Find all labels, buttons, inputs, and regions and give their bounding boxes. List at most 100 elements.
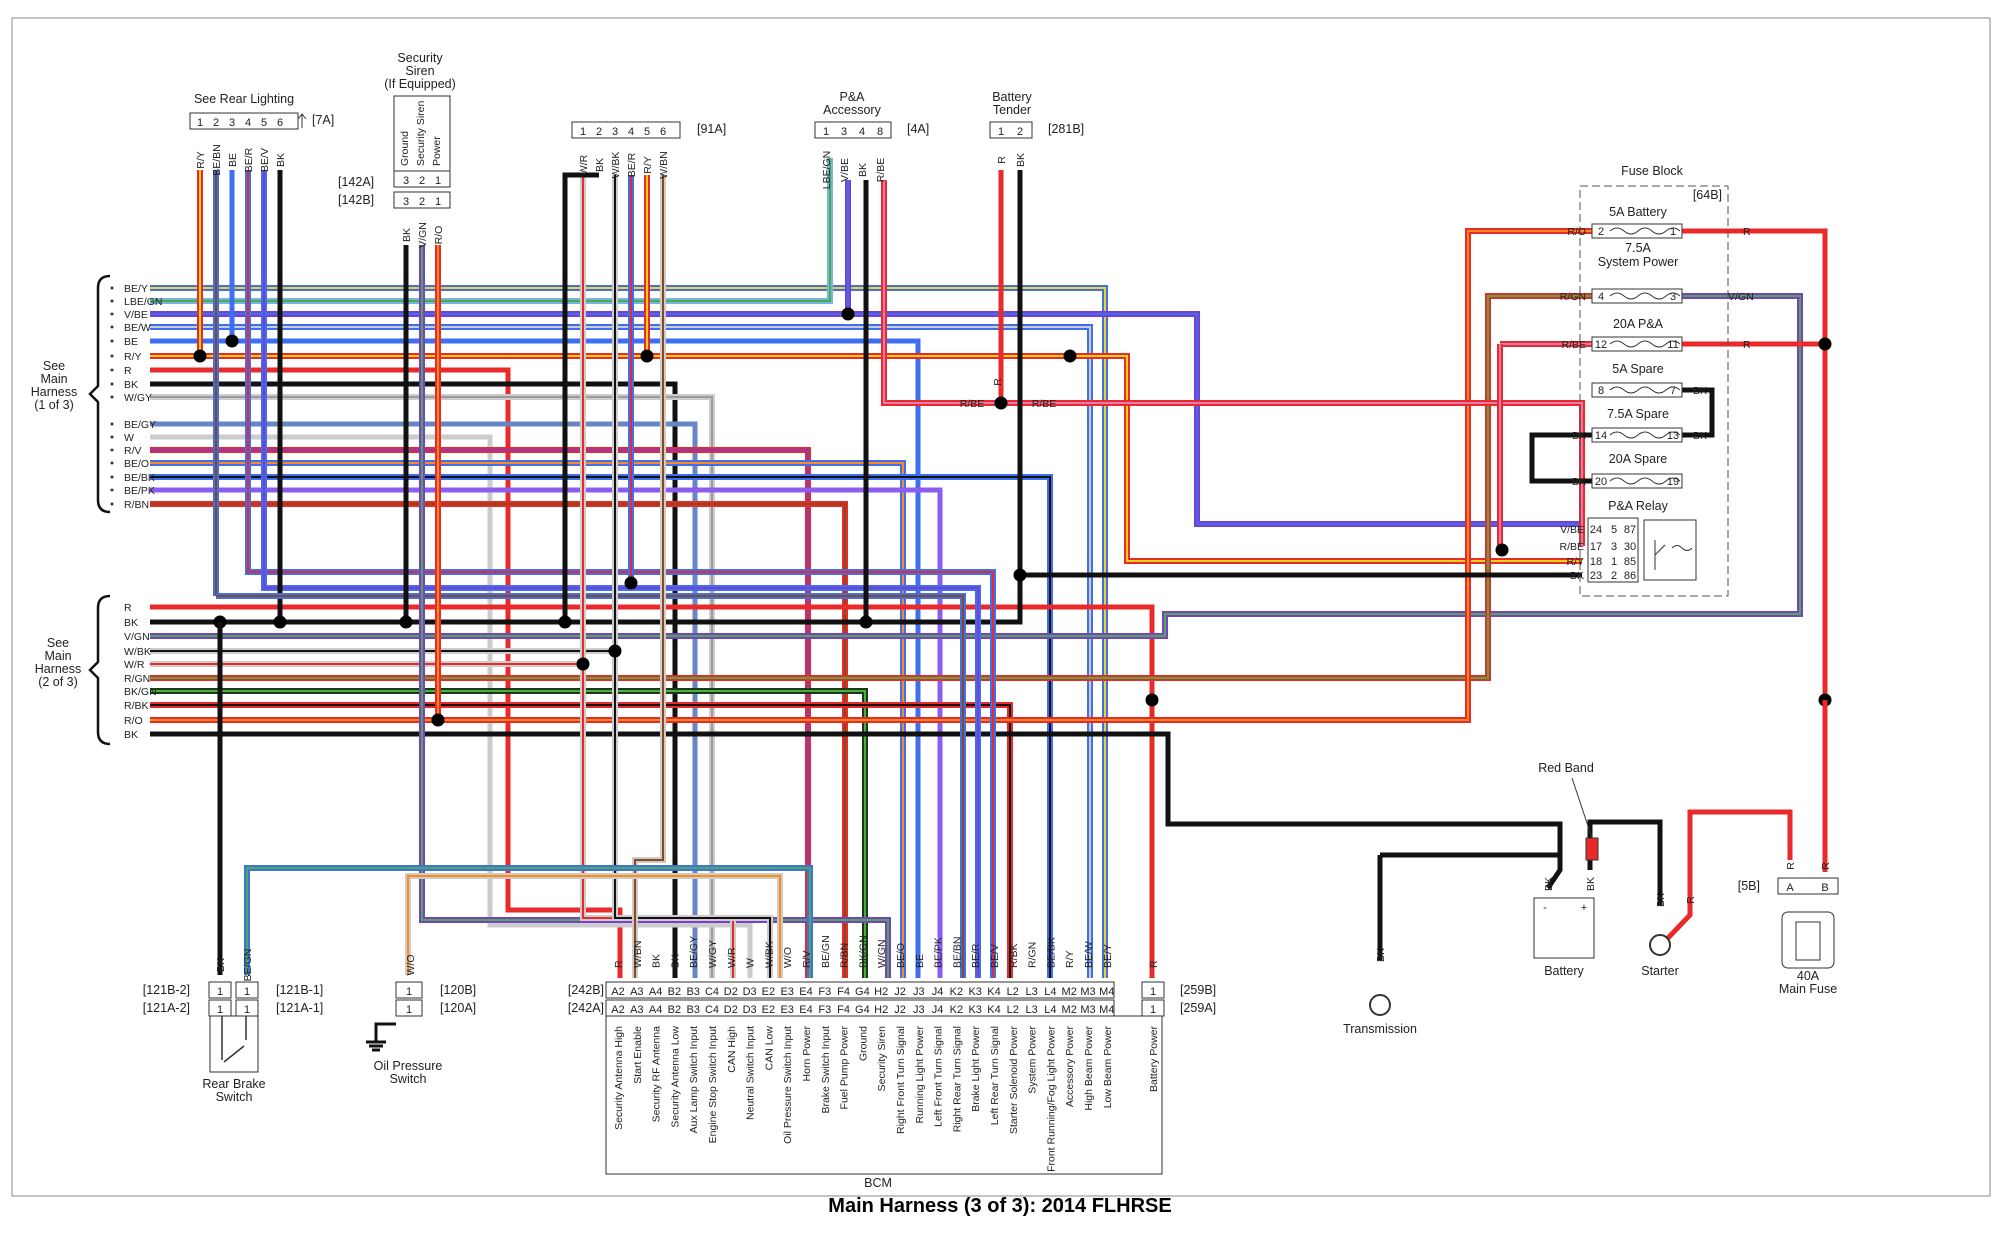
harness2-wire-label: W/BK <box>124 646 151 658</box>
pa-wire-label: BK <box>857 163 869 177</box>
relay-label: P&A Relay <box>1608 499 1669 513</box>
siren-pin-b: 2 <box>419 196 425 208</box>
relay-pin: 1 <box>1611 556 1617 568</box>
siren-pin-a: 3 <box>403 175 409 187</box>
brake-wire-label: BK <box>215 958 227 972</box>
bcm-pin-a: J2 <box>894 1004 906 1016</box>
main-harness-2-bracket <box>88 594 111 746</box>
splice-dot <box>624 576 638 590</box>
relay-pin: 30 <box>1624 541 1636 553</box>
wires-layer <box>150 158 1832 978</box>
harness1-wire-label: BE/W <box>124 322 151 334</box>
splice-dot <box>1495 543 1509 557</box>
bcm-pin-a: K2 <box>950 1004 963 1016</box>
oil-wo-stripe <box>407 875 781 978</box>
bcm-function-label: Fuel Pump Power <box>839 1025 851 1109</box>
brake-ref-a2: [121A-1] <box>276 1001 323 1015</box>
fuse-icon <box>1609 227 1681 235</box>
bcm-pin-a: F3 <box>818 1004 831 1016</box>
tender-label: Battery <box>992 90 1032 104</box>
main-harness-1-label: (1 of 3) <box>34 398 74 412</box>
bcm-pin-b: D3 <box>743 986 757 998</box>
bcm-function-label: Engine Stop Switch Input <box>707 1026 719 1143</box>
conn91-pin: 2 <box>596 126 602 138</box>
harness2-wire-label: BK <box>124 729 138 741</box>
main-harness-2-label: (2 of 3) <box>38 675 78 689</box>
fuse-pin-out: 11 <box>1667 339 1678 351</box>
pa-pin: 4 <box>859 126 865 138</box>
bcm-pin-b: J2 <box>894 986 906 998</box>
bcm-pin-b: A2 <box>611 986 624 998</box>
wire-r-gn-stripe <box>150 295 1592 679</box>
oil-pin: 1 <box>406 986 412 998</box>
main-fuse-label: 40A <box>1797 969 1820 983</box>
batt-power-conn-b <box>1141 981 1165 999</box>
siren-pin-b: 1 <box>435 196 441 208</box>
fuse-icon <box>1609 340 1681 348</box>
oil-label: Oil Pressure <box>374 1059 443 1073</box>
bcm-function-label: Start Enable <box>632 1026 644 1084</box>
bcm-pin-b: B2 <box>668 986 681 998</box>
splice-dot <box>994 396 1008 410</box>
conn91-wire-label: W/R <box>578 154 590 175</box>
conn91-pin: 1 <box>580 126 586 138</box>
bcm-wire-label: R/V <box>801 950 813 968</box>
fuse-name: 5A Battery <box>1609 205 1667 219</box>
bcm-pin-b: G4 <box>855 986 870 998</box>
fuse-icon <box>1609 477 1681 485</box>
siren-pin-label: Security Siren <box>415 100 427 166</box>
oil-ref-b: [120B] <box>440 983 476 997</box>
bcm-function-label: Front Running/Fog Light Power <box>1045 1026 1057 1172</box>
harness2-wire-label: R/GN <box>124 673 150 685</box>
bcm-wire-label: W/O <box>782 947 794 968</box>
relay-pin: 24 <box>1590 524 1602 536</box>
rear-lighting-pin: 4 <box>245 117 251 129</box>
fuse-battery-r <box>1682 228 1828 700</box>
bcm-pin-b: E2 <box>762 986 775 998</box>
conn91-pin: 6 <box>660 126 666 138</box>
conn91-wire-label: R/Y <box>642 156 654 174</box>
bcm-label: BCM <box>864 1176 892 1190</box>
pin-mark <box>110 488 114 492</box>
bcm-wire-label: BE/PK <box>933 937 945 968</box>
red-band-marker <box>1585 837 1599 861</box>
fuse-block-ref: [64B] <box>1693 188 1722 202</box>
bcm-pin-b: L4 <box>1044 986 1056 998</box>
pin-mark <box>110 339 114 343</box>
fuse-name: 7.5A <box>1625 241 1651 255</box>
bcm-pin-b: F4 <box>837 986 850 998</box>
starter-terminal-icon <box>1649 934 1671 956</box>
bcm-function-label: CAN Low <box>763 1026 775 1071</box>
relay-wire-label: R/BE <box>1559 541 1584 553</box>
rear-lighting-wire-label: R/Y <box>195 151 207 169</box>
wire-r-v-stripe <box>150 449 809 978</box>
fuse-left-label: R/O <box>1567 226 1586 238</box>
bcm-pin-b: L3 <box>1025 986 1037 998</box>
pin-mark <box>110 286 114 290</box>
fuse-pin-out: 19 <box>1667 476 1679 488</box>
harness1-wire-label: R <box>124 365 132 377</box>
bcm-pin-b: K3 <box>968 986 981 998</box>
wire-bk <box>150 381 678 978</box>
siren-label: Security <box>397 51 443 65</box>
fuse-right-label: BK <box>1693 430 1707 442</box>
rl-wire-5-stripe <box>263 170 979 978</box>
tender-connector <box>989 121 1033 139</box>
rear-lighting-wire-label: BE/V <box>259 148 271 172</box>
tender-wire-label: BK <box>1015 153 1027 167</box>
bcm-pin-b: F3 <box>818 986 831 998</box>
bcm-wire-label: W/R <box>726 947 738 968</box>
bcm-wire-label: BE <box>914 954 926 968</box>
harness1-wire-label: BK <box>124 379 138 391</box>
fuse-icon <box>1609 386 1681 394</box>
bcm-function-label: Security Antenna Low <box>669 1026 681 1128</box>
battery-wire-label: BK <box>1585 877 1597 891</box>
pin-mark <box>110 382 114 386</box>
bcm-function-label: Right Front Turn Signal <box>895 1026 907 1134</box>
fuse-name: System Power <box>1598 255 1679 269</box>
tender-pin: 2 <box>1017 126 1023 138</box>
relay-pin: 3 <box>1611 541 1617 553</box>
bcm-pin-b: K4 <box>987 986 1000 998</box>
splice-dot <box>640 349 654 363</box>
